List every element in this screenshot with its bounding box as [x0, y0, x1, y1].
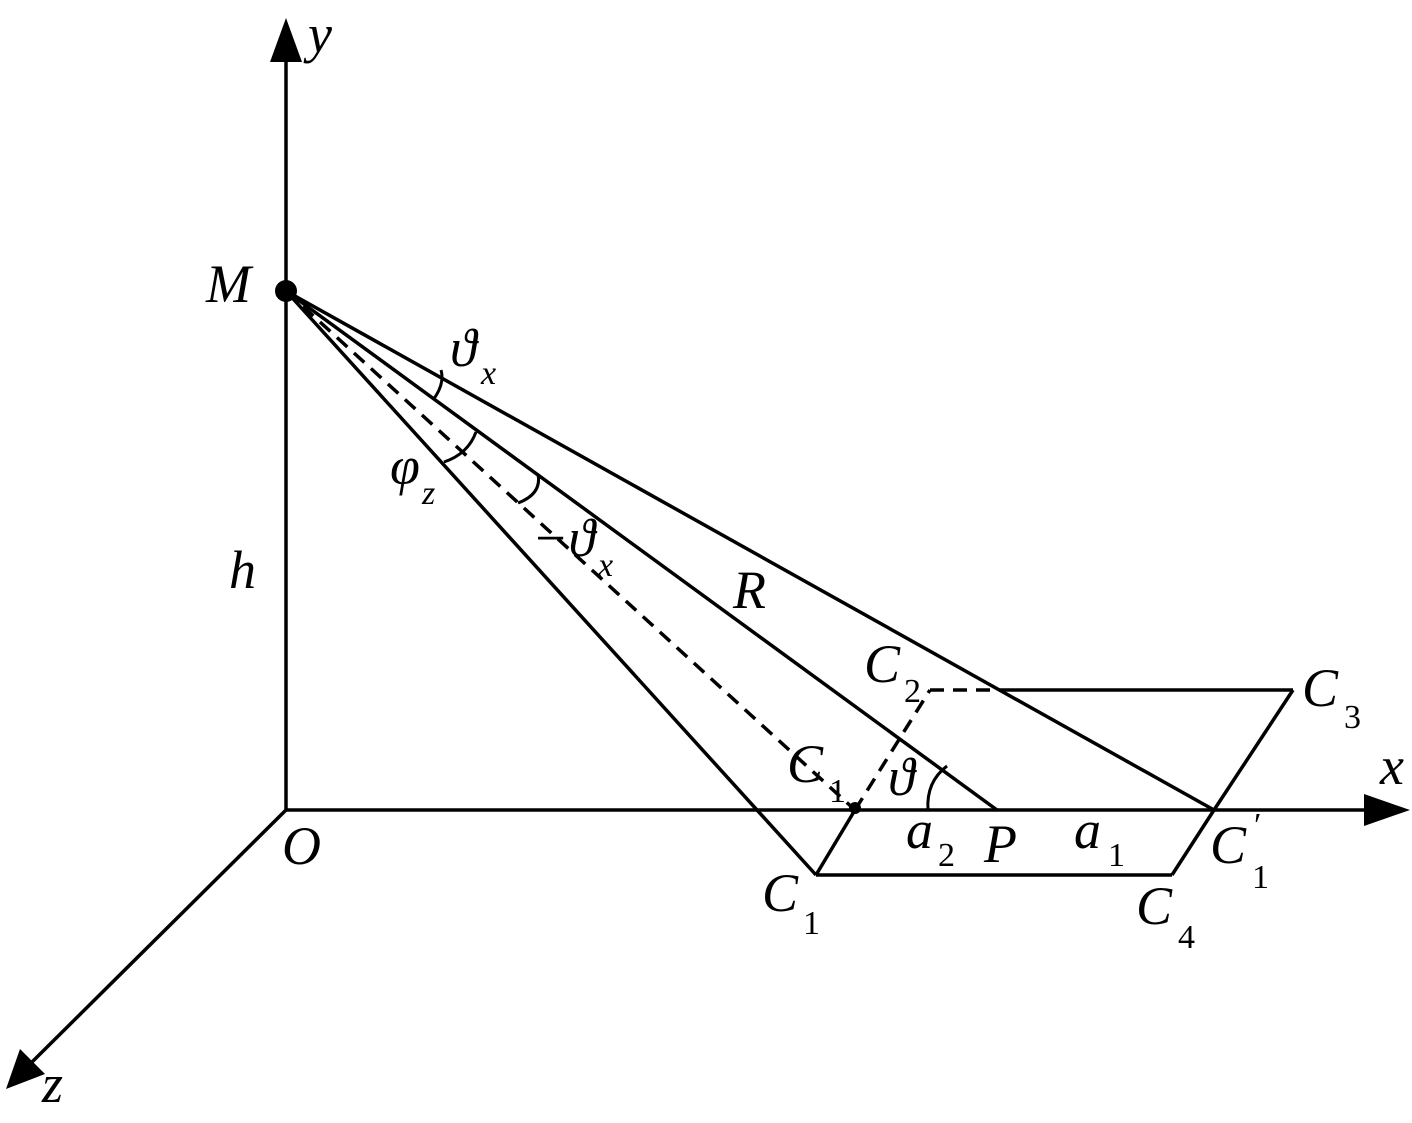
- x-axis-label: x: [1379, 736, 1404, 796]
- point-C4-label: C: [1136, 876, 1173, 936]
- edge-C1-prime-to-C4: [1170, 809, 1216, 876]
- point-C2-label: C: [864, 634, 901, 694]
- point-C1-mid-subscript: 1: [829, 773, 846, 810]
- ray-M-to-P-R: [284, 289, 999, 812]
- height-h-label: h: [229, 540, 256, 600]
- ray-M-to-C1-near: [284, 289, 818, 877]
- angle-theta-label: ϑ: [888, 747, 917, 807]
- edge-C3-to-C1-prime: [1212, 689, 1295, 811]
- edge-C1-to-C1-mid: [814, 809, 857, 876]
- ray-M-to-C1-prime: [285, 289, 1215, 812]
- dashed-ray-M-to-C1-mid: [284, 289, 857, 812]
- length-a1-label: a: [1074, 800, 1101, 860]
- angle-arc-minus-theta-x: [517, 473, 541, 505]
- origin-label: O: [282, 816, 321, 876]
- angle-theta-x-top-subscript: x: [480, 355, 496, 392]
- point-C3-subscript: 3: [1344, 699, 1361, 736]
- z-axis-label: z: [41, 1054, 63, 1114]
- length-a2-label: a: [906, 800, 933, 860]
- edge-C1-mid-to-C2: [853, 689, 932, 811]
- point-C1-prime-subscript: 1: [1252, 859, 1269, 896]
- point-C4-subscript: 4: [1178, 919, 1195, 956]
- z-axis: [28, 808, 288, 1066]
- length-a1-subscript: 1: [1108, 837, 1125, 874]
- angle-phi-z-subscript: z: [421, 475, 435, 512]
- point-C1-mid: [849, 802, 861, 814]
- angle-phi-z-label: φ: [390, 436, 420, 496]
- point-M: [275, 280, 297, 302]
- angle-arc-phi-z: [443, 431, 478, 464]
- angle-minus-theta-x-label: −ϑ: [532, 508, 597, 568]
- point-P-label: P: [983, 814, 1017, 874]
- point-M-label: M: [205, 254, 254, 314]
- x-axis-arrowhead: [1364, 794, 1410, 826]
- angle-minus-theta-x-subscript: x: [597, 547, 613, 584]
- z-axis-arrowhead: [6, 1049, 45, 1089]
- angle-arc-theta: [926, 764, 948, 811]
- y-axis-label: y: [303, 4, 332, 64]
- point-C1-prime-mark: ′: [1254, 807, 1261, 844]
- point-C1-label: C: [762, 863, 799, 923]
- length-a2-subscript: 2: [938, 837, 955, 874]
- angle-theta-x-top-label: ϑ: [450, 318, 479, 378]
- point-C2-subscript: 2: [904, 673, 921, 710]
- point-C1-prime-label: C: [1210, 815, 1247, 875]
- y-axis-arrowhead: [270, 18, 302, 62]
- point-C3-label: C: [1302, 658, 1339, 718]
- point-C1-subscript: 1: [803, 905, 820, 942]
- angle-arc-theta-x-top: [431, 369, 444, 401]
- point-C1-mid-label: C: [787, 734, 824, 794]
- distance-R-label: R: [732, 560, 766, 620]
